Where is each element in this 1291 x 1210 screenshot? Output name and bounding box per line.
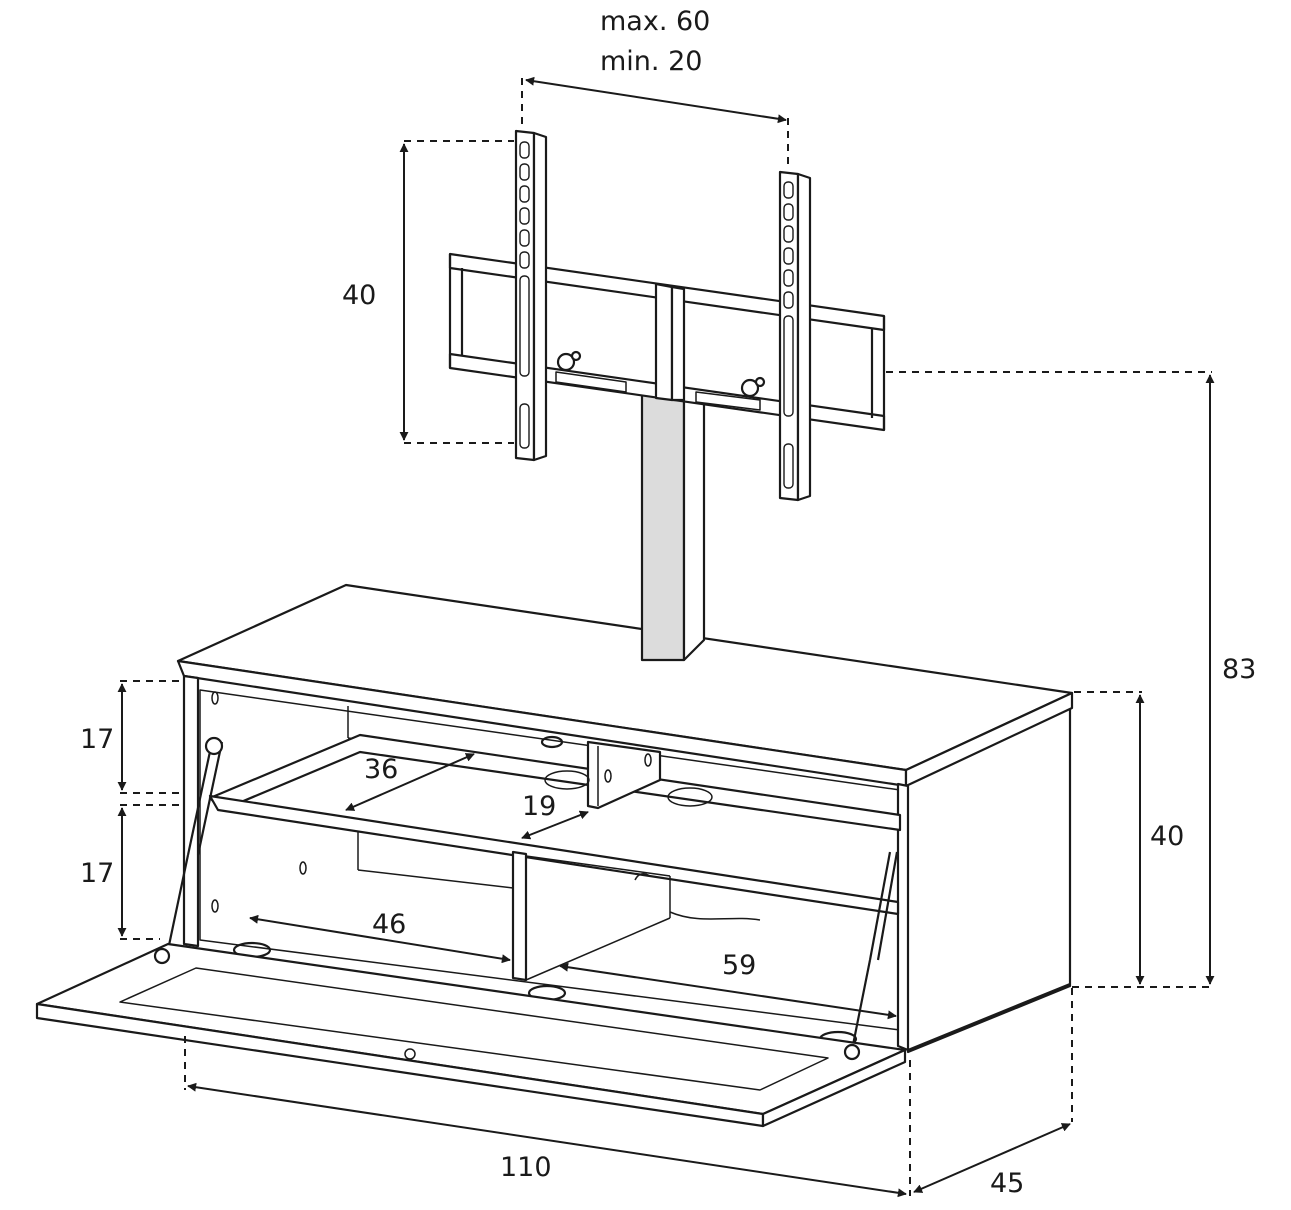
- cabinet-upper-divider: [586, 740, 662, 810]
- cabinet: [35, 583, 1074, 1128]
- tv-bracket: [448, 129, 886, 502]
- dim-line-cabinet-width: [187, 1082, 907, 1198]
- dim-line-upper-shelf-depth: [345, 753, 475, 811]
- label-bracket-spacing-max: max. 60: [600, 6, 710, 37]
- dim-line-cabinet-depth: [913, 1123, 1071, 1193]
- label-cabinet-height: 40: [1150, 821, 1184, 852]
- cabinet-lower-divider: [511, 850, 528, 982]
- cable-hole-2: [667, 787, 713, 807]
- dimension-labels: max. 60 min. 20 40 83 40 17 17 36 19 46 …: [80, 6, 1256, 1199]
- cabinet-left-side: [182, 674, 200, 948]
- label-cabinet-depth: 45: [990, 1168, 1024, 1199]
- label-total-height: 83: [1222, 654, 1256, 685]
- cabinet-top-right-edge: [904, 691, 1074, 788]
- label-bracket-height: 40: [342, 280, 376, 311]
- dim-line-left-compartment-width: [249, 914, 511, 964]
- stand-column: [640, 384, 706, 662]
- label-right-compartment-width: 59: [722, 950, 756, 981]
- bracket-knob-right: [740, 378, 760, 398]
- label-upper-shelf-depth: 36: [364, 754, 398, 785]
- label-lower-compartment-height: 17: [80, 858, 114, 889]
- label-cabinet-width: 110: [500, 1152, 552, 1183]
- dim-line-right-compartment-width: [559, 962, 897, 1020]
- label-divider-depth: 19: [522, 791, 556, 822]
- dim-line-bracket-spacing: [525, 76, 787, 124]
- dimensions: [117, 76, 1215, 1198]
- bracket-knob-left: [556, 352, 576, 372]
- label-bracket-spacing-min: min. 20: [600, 46, 702, 77]
- cable-hole-1: [544, 770, 590, 790]
- label-upper-compartment-height: 17: [80, 724, 114, 755]
- label-left-compartment-width: 46: [372, 909, 406, 940]
- dim-line-divider-depth: [521, 810, 589, 840]
